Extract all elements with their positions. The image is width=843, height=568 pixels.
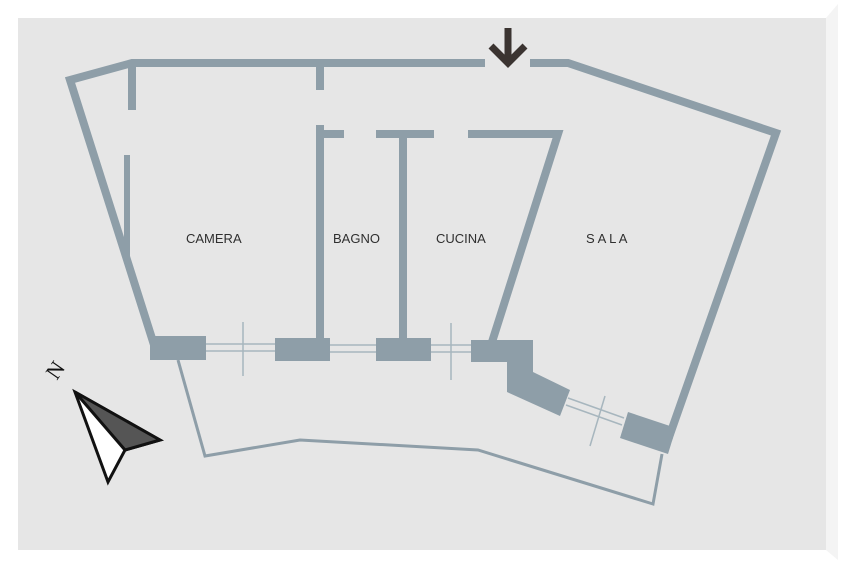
room-label-camera: CAMERA — [186, 231, 242, 246]
windows — [206, 322, 625, 447]
plan-background — [18, 18, 826, 550]
interior-walls — [316, 125, 564, 344]
outer-walls — [64, 59, 782, 442]
arrow-down-icon — [488, 28, 528, 68]
frame-fold — [826, 4, 838, 560]
south-wall-segments — [150, 336, 676, 454]
room-label-sala: S A L A — [586, 231, 628, 246]
room-label-bagno: BAGNO — [333, 231, 380, 246]
room-label-cucina: CUCINA — [436, 231, 486, 246]
balcony-outline — [176, 359, 664, 506]
